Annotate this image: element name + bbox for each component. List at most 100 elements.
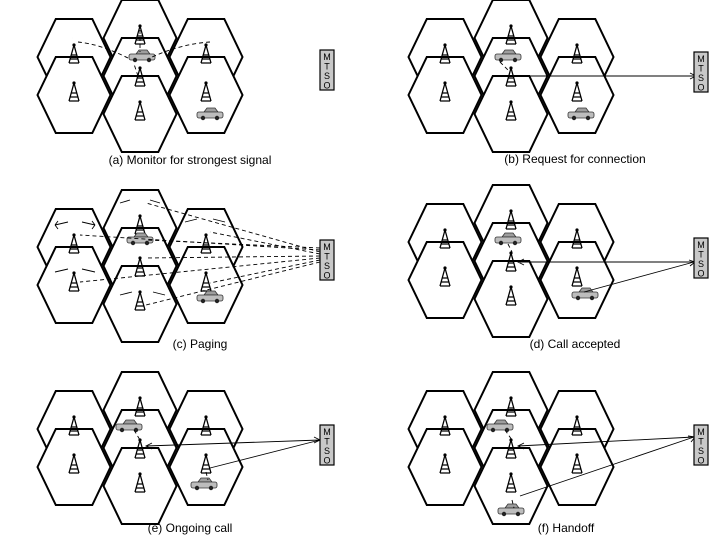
mtso-letter: S xyxy=(698,73,704,83)
cell-hexagon xyxy=(102,447,178,525)
cell-tower-icon xyxy=(439,453,451,474)
mtso-letter: M xyxy=(697,240,705,250)
cell-hexagon xyxy=(407,56,483,134)
cell-tower-icon xyxy=(134,100,146,121)
links-a xyxy=(77,30,211,77)
cell-tower-icon xyxy=(200,453,212,474)
cell-hexagon xyxy=(102,265,178,343)
cell-grid-c xyxy=(36,189,244,343)
mtso-letter: T xyxy=(324,62,330,72)
cell-tower-icon xyxy=(200,43,212,64)
cell-hexagon xyxy=(539,241,615,319)
cell-hexagon xyxy=(168,428,244,506)
mtso-switch-icon xyxy=(693,51,709,93)
cell-tower-icon xyxy=(571,81,583,102)
cell-tower-icon xyxy=(505,66,517,87)
cell-hexagon xyxy=(473,75,549,153)
cell-tower-icon xyxy=(505,251,517,272)
mtso-letter: O xyxy=(323,81,330,91)
cell-tower-icon xyxy=(439,81,451,102)
mtso-letter: M xyxy=(323,427,331,437)
cell-hexagon xyxy=(473,447,549,525)
mtso-letter: O xyxy=(697,456,704,466)
cell-hexagon xyxy=(168,56,244,134)
cell-hexagon xyxy=(539,428,615,506)
cell-tower-icon xyxy=(571,43,583,64)
mtso-switch-icon xyxy=(319,49,335,91)
cell-tower-icon xyxy=(505,472,517,493)
cell-tower-icon xyxy=(439,228,451,249)
cell-tower-icon xyxy=(134,214,146,235)
cell-tower-icon xyxy=(200,271,212,292)
cell-hexagon xyxy=(168,246,244,324)
cell-tower-icon xyxy=(68,233,80,254)
mtso-letter: T xyxy=(324,437,330,447)
links-c xyxy=(54,199,321,306)
cell-hexagon xyxy=(36,56,112,134)
cell-tower-icon xyxy=(505,100,517,121)
cell-tower-icon xyxy=(571,228,583,249)
mtso-letter: T xyxy=(698,64,704,74)
cell-tower-icon xyxy=(68,453,80,474)
mtso-letter: O xyxy=(697,269,704,279)
cell-tower-icon xyxy=(505,24,517,45)
car-icon xyxy=(128,49,156,63)
mtso-letter: T xyxy=(698,437,704,447)
cell-hexagon xyxy=(407,241,483,319)
car-icon xyxy=(190,477,218,491)
car-icon xyxy=(567,107,595,121)
cell-tower-icon xyxy=(134,396,146,417)
mtso-letter: O xyxy=(323,271,330,281)
cell-tower-icon xyxy=(505,438,517,459)
caption-a: (a) Monitor for strongest signal xyxy=(109,153,272,167)
car-icon xyxy=(494,49,522,63)
cell-tower-icon xyxy=(505,285,517,306)
cell-tower-icon xyxy=(134,24,146,45)
mtso-letter: S xyxy=(324,261,330,271)
cell-tower-icon xyxy=(505,209,517,230)
car-icon xyxy=(126,232,154,246)
car-icon xyxy=(196,290,224,304)
car-icon xyxy=(497,503,525,517)
mtso-letter: S xyxy=(324,446,330,456)
mtso-switch-icon xyxy=(693,424,709,466)
car-icon xyxy=(494,232,522,246)
cell-grid-e xyxy=(36,371,244,525)
cell-hexagon xyxy=(36,246,112,324)
cell-grid-b xyxy=(407,0,615,153)
caption-b: (b) Request for connection xyxy=(504,152,645,166)
mtso-letter: T xyxy=(324,252,330,262)
cell-grid-a xyxy=(36,0,244,153)
cell-tower-icon xyxy=(571,453,583,474)
mtso-switch-icon xyxy=(319,239,335,281)
car-icon xyxy=(486,419,514,433)
cell-tower-icon xyxy=(200,415,212,436)
mtso-letter: T xyxy=(698,250,704,260)
cell-grid-d xyxy=(407,184,615,338)
cell-tower-icon xyxy=(505,396,517,417)
cell-tower-icon xyxy=(134,290,146,311)
mtso-letter: M xyxy=(323,52,331,62)
car-icon xyxy=(196,107,224,121)
cell-tower-icon xyxy=(439,266,451,287)
mtso-switch-icon xyxy=(319,424,335,466)
cell-tower-icon xyxy=(571,266,583,287)
links-d xyxy=(507,243,696,293)
caption-c: (c) Paging xyxy=(173,337,228,351)
cell-grid-f xyxy=(407,371,615,525)
mtso-letter: O xyxy=(323,456,330,466)
cell-tower-icon xyxy=(200,233,212,254)
mtso-letter: S xyxy=(698,259,704,269)
cell-tower-icon xyxy=(439,415,451,436)
